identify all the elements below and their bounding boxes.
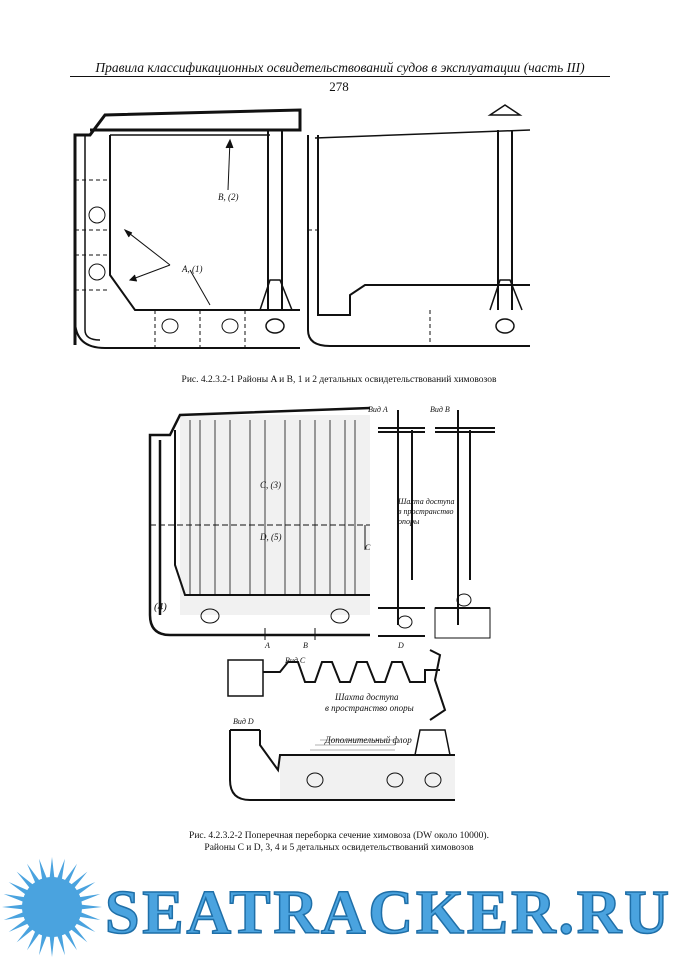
view-d-label: Вид D [233, 717, 254, 726]
watermark: SEATRACKER.RU [2, 857, 670, 957]
sun-ray [56, 933, 65, 956]
label-d5: D, (5) [259, 532, 282, 542]
sun-ray [27, 929, 41, 951]
label-b: B [303, 641, 308, 650]
sun-ray [49, 857, 55, 880]
view-a-label: Вид A [368, 405, 388, 414]
figure-2-drawing: C, (3) D, (5) (4) C A B Вид A Вид B Шахт… [148, 405, 495, 801]
label-b2: B, (2) [218, 192, 239, 202]
sun-ray [27, 863, 41, 885]
figure-1-drawing: B, (2) A, (1) [73, 104, 531, 349]
sun-ray [56, 858, 65, 881]
sun-ray [8, 918, 30, 932]
sun-ray [16, 924, 35, 943]
sun-ray [78, 894, 101, 903]
label-c: C [365, 543, 371, 552]
sun-ray [78, 911, 101, 920]
label-a1: A, (1) [181, 264, 203, 274]
label-c3: C, (3) [260, 480, 281, 490]
sun-ray [49, 934, 55, 957]
sun-ray [63, 929, 77, 951]
sun-ray [69, 871, 88, 890]
watermark-text: SEATRACKER.RU [105, 879, 670, 947]
figure-1-caption: Рис. 4.2.3.2-1 Районы A и B, 1 и 2 детал… [181, 375, 497, 385]
sun-ray [74, 882, 96, 896]
figure-2-caption-line2: Районы C и D, 3, 4 и 5 детальных освидет… [204, 843, 474, 853]
running-title: Правила классификационных освидетельство… [95, 60, 585, 75]
label-4: (4) [154, 601, 167, 613]
shaft-label-1-line2: в пространство [398, 507, 453, 516]
sun-ray [16, 871, 35, 890]
sun-ray [8, 882, 30, 896]
sun-ray [39, 933, 48, 956]
label-a: A [264, 641, 270, 650]
view-c-label: Вид C [285, 656, 306, 665]
sun-ray [2, 904, 25, 910]
sun-ray [3, 894, 26, 903]
page-number: 278 [329, 79, 349, 94]
shaft-label-1-line1: Шахта доступа [397, 497, 455, 506]
shaft-label-2-line1: Шахта доступа [334, 692, 399, 702]
header-rule [70, 76, 610, 77]
shaft-label-1-line3: опоры [398, 517, 420, 526]
shaft-label-2-line2: в пространство опоры [325, 703, 414, 713]
sun-ray [74, 918, 96, 932]
sun-ray [3, 911, 26, 920]
view-b-label: Вид B [430, 405, 450, 414]
extra-floor-label: Дополнительный флор [324, 735, 412, 745]
sun-ray [39, 858, 48, 881]
sun-ray [79, 904, 102, 910]
sun-logo-icon [2, 857, 102, 957]
figure-2-caption-line1: Рис. 4.2.3.2-2 Поперечная переборка сече… [189, 831, 489, 841]
sun-ray [69, 924, 88, 943]
sun-ray [63, 863, 77, 885]
label-d: D [397, 641, 404, 650]
